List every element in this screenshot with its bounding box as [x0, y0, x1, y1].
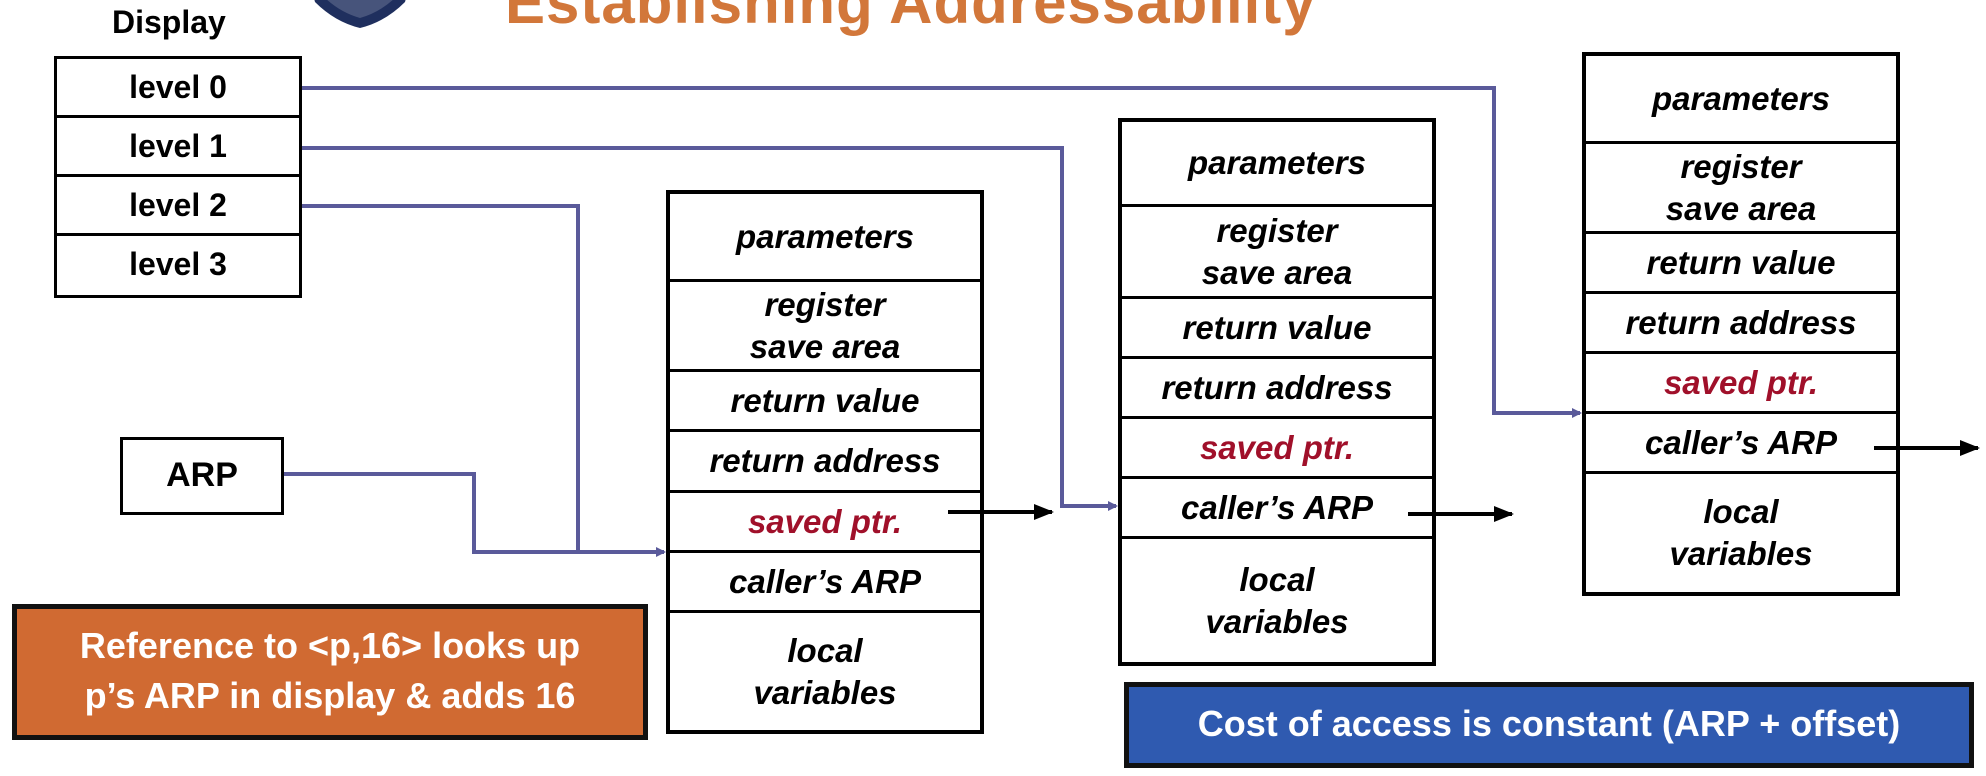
display-level-2: level 2 — [57, 177, 299, 236]
frame-return-value: return value — [1586, 234, 1896, 294]
frame-saved-ptr: saved ptr. — [1586, 354, 1896, 414]
display-link-level-2 — [302, 204, 580, 552]
cost-callout: Cost of access is constant (ARP + offset… — [1124, 682, 1974, 768]
frame-return-value: return value — [670, 372, 980, 432]
frame-return-address: return address — [1586, 294, 1896, 354]
display-level-1: level 1 — [57, 118, 299, 177]
frame-parameters: parameters — [1122, 122, 1432, 207]
frame-return-value: return value — [1122, 299, 1432, 359]
frame-saved-ptr: saved ptr. — [1122, 419, 1432, 479]
arp-register: ARP — [120, 437, 284, 515]
frame-parameters: parameters — [670, 194, 980, 282]
frame-parameters: parameters — [1586, 56, 1896, 144]
frame-return-address: return address — [670, 432, 980, 493]
display-table: level 0 level 1 level 2 level 3 — [54, 56, 302, 298]
frame-return-address: return address — [1122, 359, 1432, 419]
arp-link — [284, 472, 666, 557]
frame-saved-ptr: saved ptr. — [670, 493, 980, 553]
display-level-0: level 0 — [57, 59, 299, 118]
lookup-callout: Reference to <p,16> looks up p’s ARP in … — [12, 604, 648, 740]
display-level-3: level 3 — [129, 246, 227, 282]
display-label: Display — [112, 4, 226, 40]
frame-callers-arp: caller’s ARP — [1122, 479, 1432, 539]
logo-shield-icon — [314, 0, 406, 28]
frame-callers-arp: caller’s ARP — [670, 553, 980, 613]
frame-callers-arp: caller’s ARP — [1586, 414, 1896, 474]
slide-title: Establishing Addressability — [505, 0, 1317, 36]
